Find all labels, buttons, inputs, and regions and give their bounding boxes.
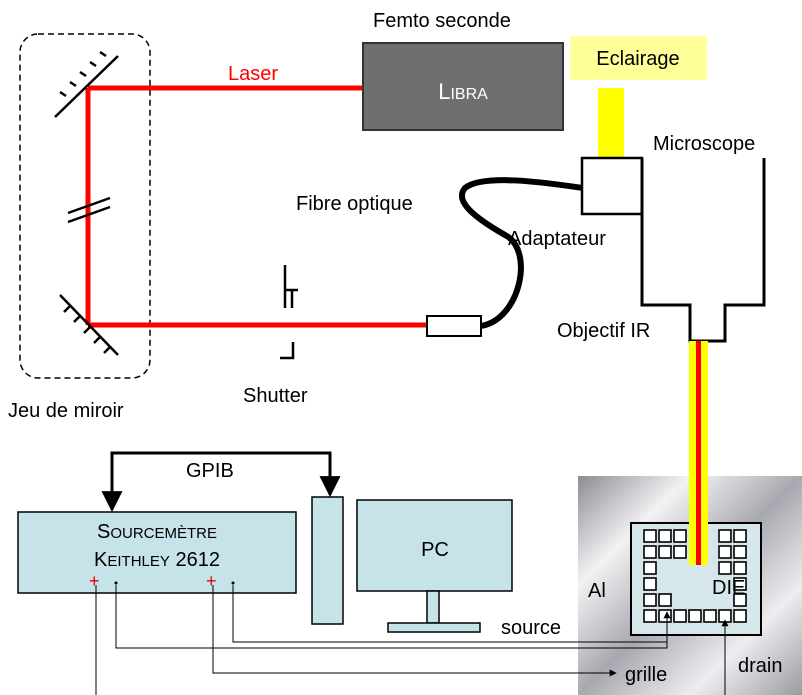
monitor-icon: [356, 499, 513, 633]
optical-fibre: [459, 177, 584, 329]
die-pads: [643, 529, 747, 623]
mirror-bottom-icon: [59, 294, 119, 356]
mirror-group-box: [19, 33, 151, 379]
terminal-plus-2: +: [206, 571, 217, 591]
libra-label-initial: L: [438, 79, 450, 104]
eclairage-label: Eclairage: [596, 48, 679, 70]
shutter-icon: [280, 265, 298, 360]
probe-wires: [95, 585, 729, 695]
microscope-body: [640, 158, 766, 343]
drain-label: drain: [738, 655, 782, 677]
adapter-box: [580, 156, 644, 216]
sourcemeter-title-rest: OURCEMÈTRE: [110, 525, 217, 542]
die-label: DIE: [712, 577, 745, 599]
eclairage-box: [570, 36, 707, 80]
sourcemeter-box: [17, 511, 297, 594]
gpib-label: GPIB: [186, 460, 234, 482]
libra-label-rest: IBRA: [450, 86, 488, 103]
sourcemeter-model-initial: K: [94, 549, 108, 571]
mirror-top-icon: [54, 50, 119, 118]
sourcemeter-model: KEITHLEY 2612: [94, 549, 220, 571]
femto-label: Femto seconde: [373, 10, 511, 32]
wire-source: [115, 585, 671, 649]
laser-label: Laser: [228, 63, 278, 85]
microscope-label: Microscope: [653, 133, 755, 155]
pc-label: PC: [421, 539, 449, 561]
terminal-minus-1: [114, 581, 118, 585]
al-label: Al: [588, 580, 606, 602]
adapter-label: Adaptateur: [508, 228, 606, 250]
terminal-minus-2: [231, 581, 235, 585]
illumination-beam-top: [598, 88, 624, 158]
laser-beam-bottom: [696, 341, 701, 565]
break-icon: [67, 196, 111, 224]
gpib-cable: [101, 451, 341, 513]
microscope-label-bg: [650, 130, 784, 156]
libra-label: LIBRA: [438, 79, 488, 104]
source-label: source: [501, 617, 561, 639]
mirror-group-label: Jeu de miroir: [8, 400, 124, 422]
objective-label: Objectif IR: [557, 320, 650, 342]
grille-label: grille: [625, 664, 667, 686]
wire-grille-ground: [232, 585, 667, 643]
gpib-tower: [311, 496, 344, 625]
sourcemeter-model-number: 2612: [170, 549, 220, 571]
fibre-label: Fibre optique: [296, 193, 413, 215]
shutter-label: Shutter: [243, 385, 308, 407]
sourcemeter-model-rest: EITHLEY: [107, 553, 170, 570]
fibre-connector: [426, 315, 482, 337]
sourcemeter-title-initial: S: [97, 521, 110, 543]
terminal-plus-1: +: [89, 571, 100, 591]
sourcemeter-title: SOURCEMÈTRE: [97, 521, 217, 543]
wire-grille: [212, 585, 617, 677]
libra-laser-box: [362, 42, 564, 131]
